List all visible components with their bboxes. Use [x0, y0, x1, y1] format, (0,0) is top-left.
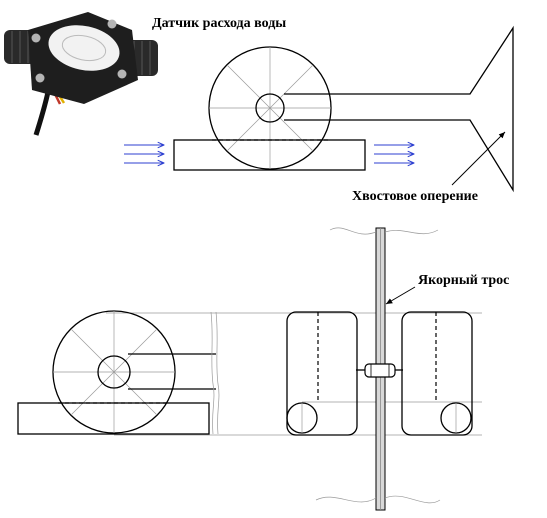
impeller-hub-bottom [97, 355, 131, 389]
sensor-title: Датчик расхода воды [152, 16, 286, 31]
cable-leader [385, 286, 416, 305]
tail-leader [451, 131, 506, 186]
water-flow-sensor-icon [4, 12, 158, 136]
float-right [401, 311, 473, 436]
bottom-sensor-side-view [17, 310, 220, 435]
cable-clamp [364, 363, 396, 378]
tail-fin [284, 25, 514, 193]
sensor-housing [173, 139, 366, 171]
tail-boom-bottom [128, 353, 216, 390]
anchor-cable [315, 227, 441, 511]
tail-label: Хвостовое оперение [352, 189, 478, 204]
inflow-arrows [124, 145, 164, 163]
cable-label: Якорный трос [418, 273, 509, 288]
top-sensor-assembly [124, 25, 514, 193]
float-left [286, 311, 358, 436]
impeller-hub [255, 93, 285, 123]
sensor-housing-bottom [17, 402, 210, 435]
outflow-arrows [374, 145, 414, 163]
impeller-spokes [209, 47, 331, 169]
projection-guides [106, 312, 482, 436]
